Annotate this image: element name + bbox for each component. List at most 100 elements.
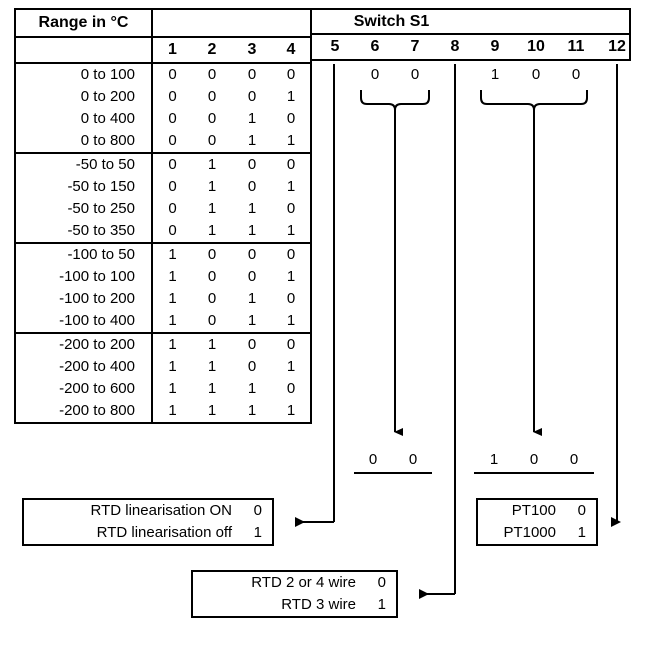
switch-bit: 1 bbox=[168, 312, 177, 329]
switch-bit: 1 bbox=[247, 380, 257, 397]
rtd-2or4-wire-value: 0 bbox=[377, 574, 386, 591]
range-label: -200 to 200 bbox=[16, 332, 153, 356]
rtd-wiring-box[interactable]: RTD 2 or 4 wire 0 RTD 3 wire 1 bbox=[191, 570, 398, 618]
range-label: 0 to 100 bbox=[16, 63, 153, 86]
switch-10-bit-top: 0 bbox=[531, 66, 541, 83]
switch-6-7-brace bbox=[360, 90, 430, 111]
switch-number-3: 3 bbox=[232, 37, 272, 64]
switch-number-10: 10 bbox=[527, 38, 545, 55]
rtd-linearisation-on-value: 0 bbox=[253, 502, 262, 519]
range-label: 0 to 800 bbox=[16, 130, 153, 153]
switch-bit: 0 bbox=[207, 312, 217, 329]
switch-bit: 0 bbox=[247, 66, 257, 83]
rtd-linearisation-off-value: 1 bbox=[253, 524, 262, 541]
switch-bit: 1 bbox=[207, 402, 217, 419]
header-range-label: Range in °C bbox=[16, 10, 153, 38]
switch-7-bit-top: 0 bbox=[410, 66, 420, 83]
switch-8-connector bbox=[419, 64, 456, 599]
switch-bit: 0 bbox=[247, 268, 257, 285]
switch-bit: 0 bbox=[247, 88, 257, 105]
switch-bit: 0 bbox=[232, 242, 272, 266]
switch-bit: 1 bbox=[192, 332, 232, 356]
header-switch-span bbox=[152, 10, 310, 38]
range-label: -100 to 50 bbox=[16, 242, 153, 266]
switch-bit: 0 bbox=[247, 178, 257, 195]
rtd-linearisation-box[interactable]: RTD linearisation ON 0 RTD linearisation… bbox=[22, 498, 274, 546]
header-blank-cell bbox=[16, 37, 153, 64]
switch-bit: 0 bbox=[272, 332, 310, 356]
switch-bit: 0 bbox=[168, 132, 177, 149]
rtd-3-wire-value: 1 bbox=[377, 596, 386, 613]
pt100-row: PT100 0 bbox=[478, 500, 596, 522]
switch-number-7: 7 bbox=[410, 38, 420, 55]
switch-bit: 1 bbox=[168, 268, 177, 285]
pt1000-value: 1 bbox=[577, 524, 586, 541]
switch-bit: 0 bbox=[192, 242, 232, 266]
range-label: -200 to 400 bbox=[16, 356, 153, 378]
switch-bit: 1 bbox=[152, 242, 192, 266]
switch-number-11: 11 bbox=[567, 38, 585, 55]
pt1000-row: PT1000 1 bbox=[478, 522, 596, 544]
range-label: -100 to 100 bbox=[16, 266, 153, 288]
rtd-linearisation-on-label: RTD linearisation ON bbox=[90, 502, 232, 519]
switch-bit: 0 bbox=[168, 200, 177, 217]
switch-bit: 0 bbox=[207, 66, 217, 83]
switch-bit: 0 bbox=[286, 66, 296, 83]
switch-bit: 0 bbox=[168, 88, 177, 105]
switch-bit: 1 bbox=[207, 178, 217, 195]
switch-bit: 1 bbox=[247, 312, 257, 329]
switch-bit: 1 bbox=[168, 290, 177, 307]
switch-bit: 1 bbox=[168, 402, 177, 419]
switch-bit: 0 bbox=[286, 290, 296, 307]
switch-bit: 1 bbox=[207, 222, 217, 239]
switch-bit: 0 bbox=[272, 242, 310, 266]
switch-bit: 1 bbox=[192, 152, 232, 176]
switch-bit: 0 bbox=[168, 110, 177, 127]
pt100-value: 0 bbox=[577, 502, 586, 519]
switch-10-bit-bottom: 0 bbox=[529, 451, 539, 468]
switch-bit: 1 bbox=[168, 358, 177, 375]
range-label: -200 to 800 bbox=[16, 400, 153, 422]
switch-bit: 1 bbox=[286, 312, 296, 329]
table-header-row-title: Range in °C bbox=[16, 10, 310, 38]
underline-bar-67 bbox=[354, 472, 432, 474]
rtd-2or4-wire-label: RTD 2 or 4 wire bbox=[251, 574, 356, 591]
switch-bit: 0 bbox=[272, 152, 310, 176]
rtd-3-wire-row: RTD 3 wire 1 bbox=[193, 594, 396, 616]
switch-bit: 0 bbox=[247, 358, 257, 375]
pt1000-label: PT1000 bbox=[503, 524, 556, 541]
switch-bit: 0 bbox=[207, 88, 217, 105]
pt100-label: PT100 bbox=[511, 502, 556, 519]
switch-11-bit-top: 0 bbox=[571, 66, 581, 83]
switch-bit: 1 bbox=[247, 200, 257, 217]
switch-bit: 1 bbox=[286, 358, 296, 375]
switch-bit: 0 bbox=[168, 178, 177, 195]
switch-bit: 0 bbox=[232, 152, 272, 176]
switch-bit: 1 bbox=[286, 132, 296, 149]
rtd-linearisation-off-label: RTD linearisation off bbox=[96, 524, 232, 541]
switch-bit: 1 bbox=[152, 332, 192, 356]
underline-bar-91011 bbox=[474, 472, 594, 474]
switch-bit: 0 bbox=[168, 66, 177, 83]
range-label: 0 to 400 bbox=[16, 108, 153, 130]
range-label: -200 to 600 bbox=[16, 378, 153, 400]
switch-number-4: 4 bbox=[272, 37, 310, 64]
rtd-linearisation-row-on: RTD linearisation ON 0 bbox=[24, 500, 272, 522]
pt-type-box[interactable]: PT100 0 PT1000 1 bbox=[476, 498, 598, 546]
rtd-2or4-wire-row: RTD 2 or 4 wire 0 bbox=[193, 572, 396, 594]
switch-7-bit-bottom: 0 bbox=[408, 451, 418, 468]
range-label: -100 to 200 bbox=[16, 288, 153, 310]
switch-number-8: 8 bbox=[450, 38, 460, 55]
switch-bit: 0 bbox=[207, 110, 217, 127]
